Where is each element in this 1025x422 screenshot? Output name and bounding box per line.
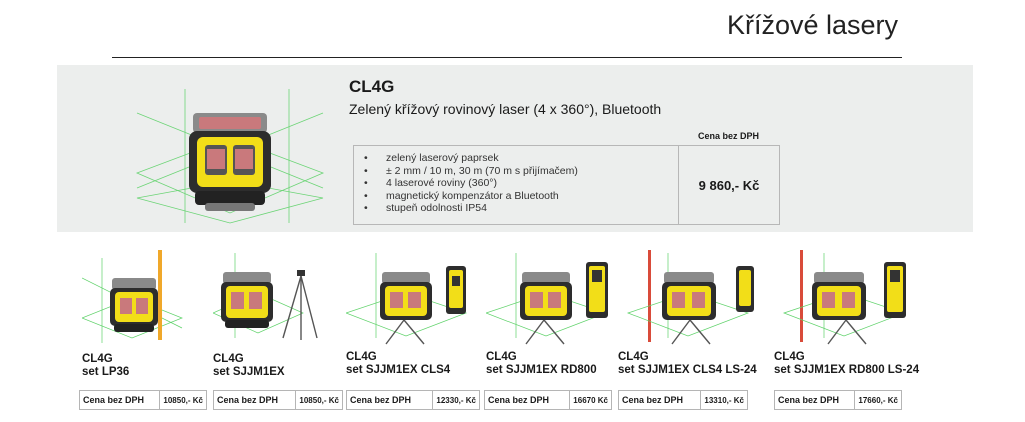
variant-price-row: Cena bez DPH 12330,- Kč <box>346 390 480 410</box>
variant-model: CL4G <box>774 351 805 363</box>
variant-set: set LP36 <box>82 366 130 378</box>
feature-item: stupeň odolnosti IP54 <box>354 202 678 215</box>
variant-name: CL4G set SJJM1EX RD800 <box>486 351 597 377</box>
variant-price-row: Cena bez DPH 10850,- Kč <box>213 390 343 410</box>
price-label: Cena bez DPH <box>217 395 279 405</box>
price-label: Cena bez DPH <box>778 395 840 405</box>
price-label: Cena bez DPH <box>350 395 412 405</box>
variant-name: CL4G set LP36 <box>82 353 129 379</box>
price-value: 13310,- Kč <box>700 391 747 409</box>
price-label: Cena bez DPH <box>622 395 684 405</box>
variant-price-row: Cena bez DPH 13310,- Kč <box>618 390 748 410</box>
variant-set: set SJJM1EX CLS4 LS-24 <box>618 364 757 376</box>
price-label: Cena bez DPH <box>83 395 145 405</box>
variant-model: CL4G <box>82 353 113 365</box>
hero-price-header: Cena bez DPH <box>698 131 760 141</box>
laser-tripod-receiver-set-image <box>346 253 468 345</box>
price-value: 10850,- Kč <box>295 391 342 409</box>
variant-name: CL4G set SJJM1EX RD800 LS-24 <box>774 351 919 377</box>
variant-model: CL4G <box>346 351 377 363</box>
laser-product-image <box>135 89 325 224</box>
laser-pole-set-image <box>82 250 183 343</box>
price-value: 12330,- Kč <box>432 391 479 409</box>
price-value: 10850,- Kč <box>159 391 206 409</box>
variant-price-row: Cena bez DPH 17660,- Kč <box>774 390 902 410</box>
variant-set: set SJJM1EX RD800 <box>486 364 597 376</box>
feature-item: 4 laserové roviny (360°) <box>354 177 678 190</box>
feature-item: magnetický kompenzátor a Bluetooth <box>354 190 678 203</box>
laser-tripod-rd800-set-image <box>486 253 608 345</box>
variant-price-row: Cena bez DPH 10850,- Kč <box>79 390 207 410</box>
hero-product-panel: CL4G Zelený křížový rovinový laser (4 x … <box>57 65 973 232</box>
variant-model: CL4G <box>213 353 244 365</box>
variant-set: set SJJM1EX <box>213 366 285 378</box>
price-label: Cena bez DPH <box>488 395 550 405</box>
feature-item: ± 2 mm / 10 m, 30 m (70 m s přijímačem) <box>354 165 678 178</box>
variant-name: CL4G set SJJM1EX CLS4 LS-24 <box>618 351 757 377</box>
variant-name: CL4G set SJJM1EX CLS4 <box>346 351 450 377</box>
hero-subtitle: Zelený křížový rovinový laser (4 x 360°)… <box>349 101 662 117</box>
page-title: Křížové lasery <box>726 10 898 40</box>
title-divider <box>112 57 902 58</box>
hero-model-name: CL4G <box>349 77 395 96</box>
variant-set: set SJJM1EX CLS4 <box>346 364 451 376</box>
price-value: 16670 Kč <box>569 391 611 409</box>
price-value: 17660,- Kč <box>854 391 901 409</box>
variant-name: CL4G set SJJM1EX <box>213 353 285 379</box>
variant-model: CL4G <box>618 351 649 363</box>
feature-item: zelený laserový paprsek <box>354 152 678 165</box>
variant-model: CL4G <box>486 351 517 363</box>
variant-price-row: Cena bez DPH 16670 Kč <box>484 390 612 410</box>
hero-price: 9 860,- Kč <box>698 177 760 193</box>
laser-pole-tripod-rd800-set-image <box>782 250 906 345</box>
spec-table: zelený laserový paprsek ± 2 mm / 10 m, 3… <box>353 145 780 225</box>
variant-set: set SJJM1EX RD800 LS-24 <box>774 364 920 376</box>
feature-list: zelený laserový paprsek ± 2 mm / 10 m, 3… <box>354 146 679 224</box>
laser-tripod-set-image <box>213 253 318 340</box>
laser-pole-tripod-receiver-set-image <box>626 250 754 345</box>
